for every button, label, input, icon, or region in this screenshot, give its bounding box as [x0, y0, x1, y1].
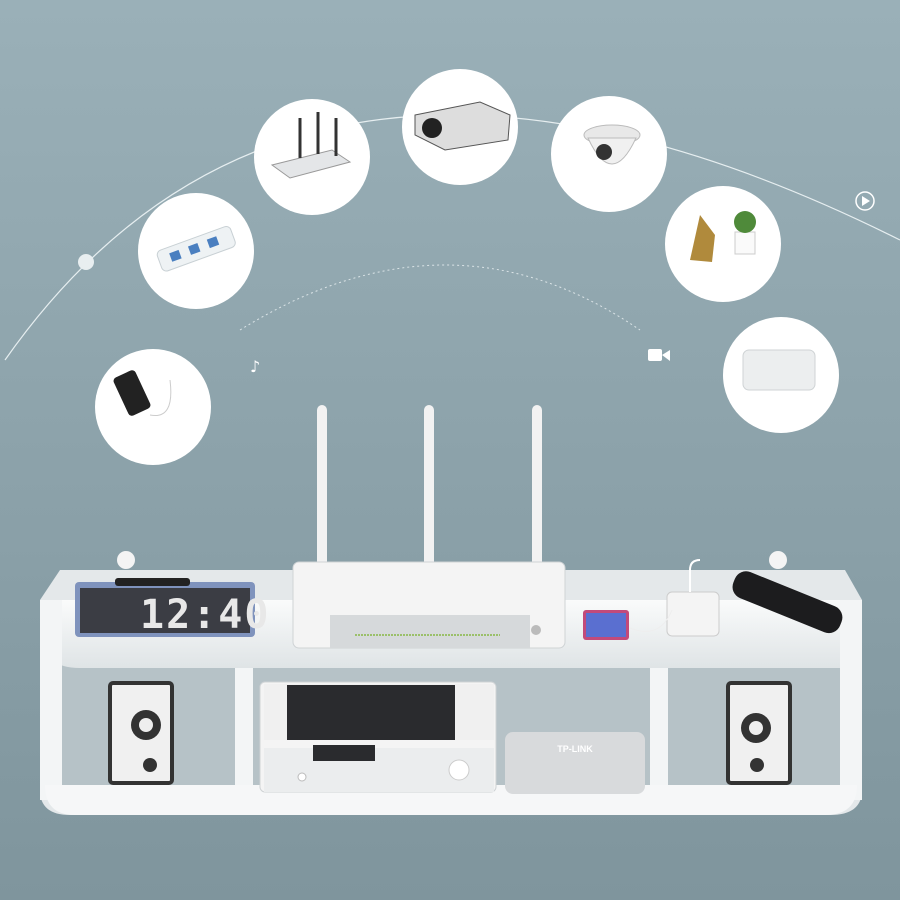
- bubble-security-camera: [551, 96, 667, 212]
- bubble-router: [254, 99, 370, 215]
- phone-charging-icon: [113, 370, 172, 417]
- projector-icon: [414, 101, 511, 151]
- power-strip-icon: [156, 226, 236, 272]
- dot-icon: [78, 254, 94, 270]
- wall-hooks: [117, 551, 787, 569]
- outer-arc: [4, 114, 900, 361]
- alarm-clock: 12:40: [75, 578, 270, 638]
- music-note-icon: ♪: [250, 357, 260, 376]
- bubble-decor: [665, 186, 781, 302]
- av-receiver: [259, 681, 497, 793]
- router-icon: [270, 112, 352, 179]
- security-camera-icon: [583, 124, 641, 165]
- wall-shelf: [40, 570, 862, 815]
- bubble-speaker: [723, 317, 839, 433]
- router-device: [292, 405, 566, 649]
- smartphone: [583, 610, 629, 640]
- inner-arc: [239, 264, 641, 331]
- bubble-projector: [402, 69, 518, 185]
- video-camera-icon: [648, 349, 670, 361]
- clock-time: 12:40: [140, 592, 270, 638]
- play-icon: [855, 191, 875, 211]
- usb-charger: [629, 559, 720, 637]
- bubble-phone-charging: [95, 349, 211, 465]
- set-top-box: TP-LINK: [505, 732, 645, 794]
- bubble-power-strip: [138, 193, 254, 309]
- speaker-right: [726, 681, 792, 785]
- speaker-left: [108, 681, 174, 785]
- speaker-icon: [742, 349, 816, 391]
- brand-label: TP-LINK: [557, 744, 593, 754]
- decor-plant-icon: [690, 211, 756, 262]
- remote-control: [732, 571, 843, 634]
